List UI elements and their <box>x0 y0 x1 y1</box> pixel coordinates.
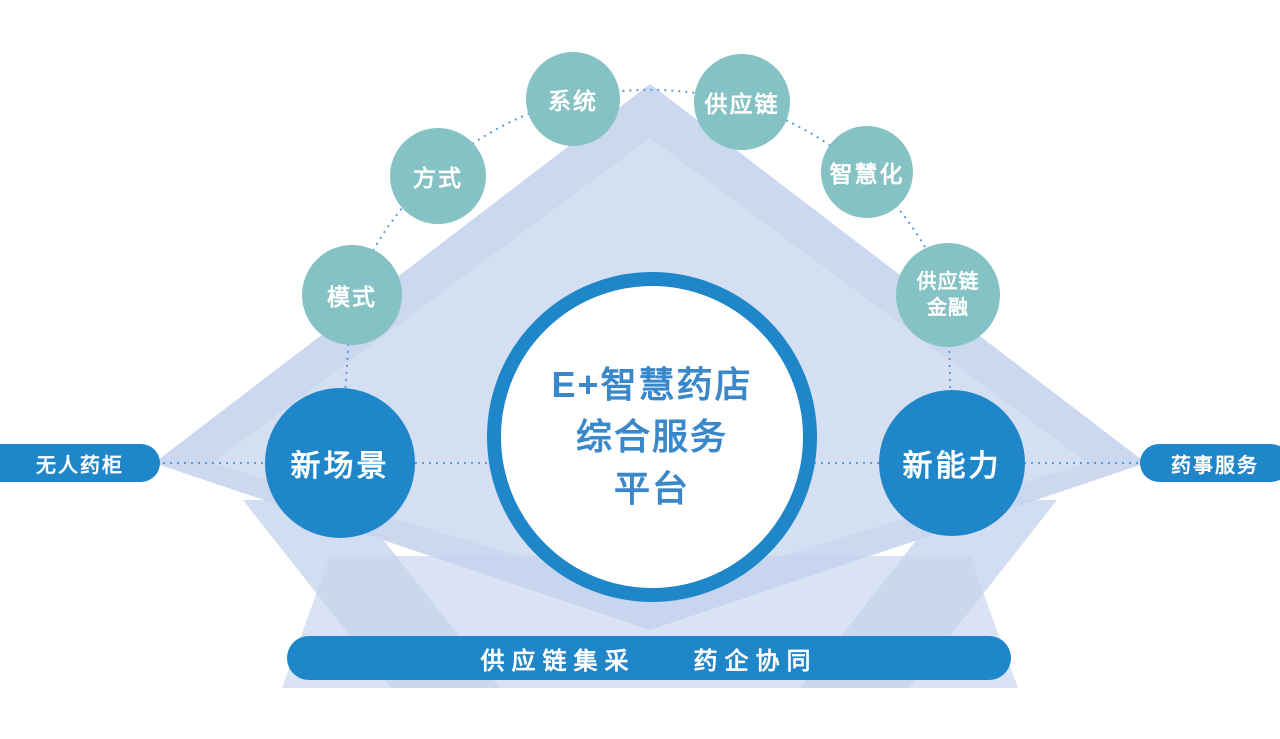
pill-pharmacy-service: 药事服务 <box>1140 444 1280 482</box>
arc-node-supply-chain: 供应链 <box>694 54 790 150</box>
pill-unmanned-medicine-cabinet: 无人药柜 <box>0 444 160 482</box>
arc-node-mode: 模式 <box>302 245 402 345</box>
pill-bottom-bar: 供应链集采 药企协同 <box>287 636 1011 680</box>
arc-node-supply-chain-finance: 供应链 金融 <box>896 243 1000 347</box>
arc-node-method: 方式 <box>390 128 486 224</box>
arc-node-system: 系统 <box>526 52 620 146</box>
center-title-line1: E+智慧药店 <box>551 363 753 405</box>
node-new-capability: 新能力 <box>879 390 1025 536</box>
node-new-scenario: 新场景 <box>265 388 415 538</box>
center-platform-circle: E+智慧药店 综合服务 平台 <box>487 272 817 602</box>
bottom-label-supply-chain-procurement: 供应链集采 <box>480 647 636 675</box>
bottom-label-pharma-collaboration: 药企协同 <box>693 647 818 675</box>
arc-node-intelligence: 智慧化 <box>821 126 913 218</box>
center-title-line2: 综合服务 <box>575 415 728 457</box>
center-title-line3: 平台 <box>613 468 690 510</box>
